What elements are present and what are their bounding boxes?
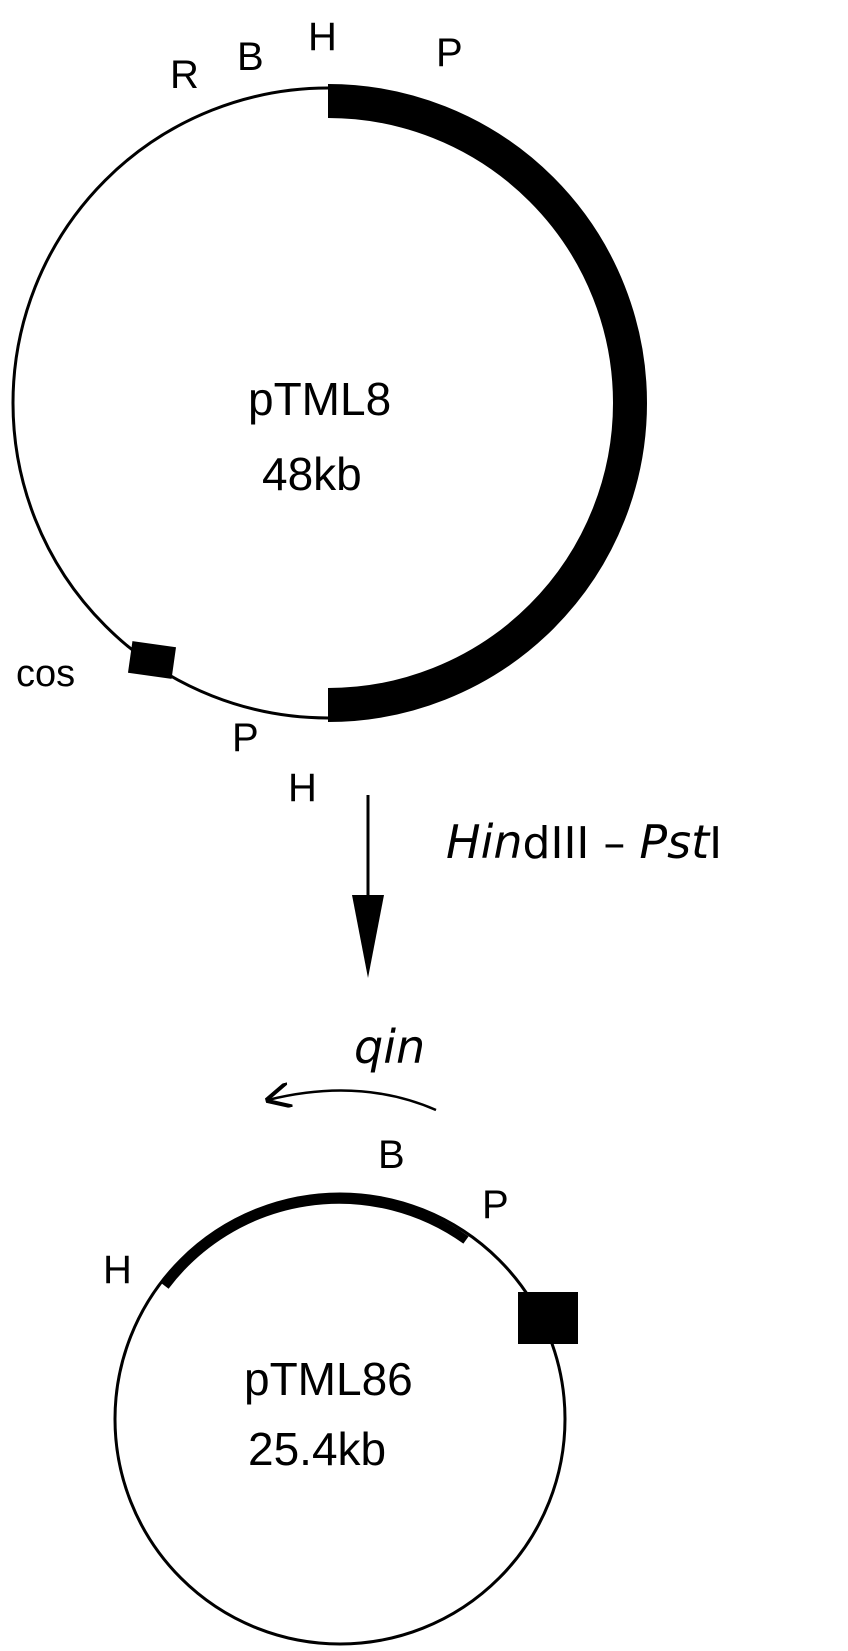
plasmid-top-size: 48kb — [262, 448, 362, 500]
enzyme-separator: – — [589, 818, 639, 869]
enzyme1-rest: dIII — [523, 818, 590, 869]
qin-direction-arrow — [268, 1091, 437, 1112]
site-label-P-bottom-plasmid: P — [482, 1183, 509, 1227]
plasmid-top-name: pTML8 — [248, 373, 391, 425]
site-label-H-bottom-plasmid: H — [103, 1248, 132, 1292]
plasmid-bottom-name: pTML86 — [244, 1353, 413, 1405]
site-label-B: B — [237, 35, 264, 79]
plasmid-bottom-insert-arc — [161, 1194, 469, 1289]
site-label-H-bottom: H — [288, 766, 317, 810]
digestion-arrow-head — [352, 895, 384, 978]
enzyme2-rest: I — [709, 818, 722, 869]
plasmid-bottom-size: 25.4kb — [248, 1423, 386, 1475]
cos-box — [127, 641, 177, 679]
plasmid-bottom-circle — [113, 1192, 567, 1646]
site-label-P-top: P — [436, 31, 463, 75]
site-label-P-bottom: P — [232, 716, 259, 760]
gene-label-qin: qin — [354, 1020, 425, 1074]
cos-label: cos — [16, 653, 75, 695]
enzyme1-italic: Hin — [446, 815, 523, 869]
site-label-H-top: H — [308, 15, 337, 59]
enzyme2-italic: Pst — [639, 815, 711, 869]
cos-box-bottom — [518, 1292, 578, 1344]
site-label-B-bottom-plasmid: B — [378, 1133, 405, 1177]
plasmid-top-insert-arc — [327, 84, 647, 722]
site-label-R: R — [170, 53, 199, 97]
digestion-label: HindIII – PstI — [446, 815, 722, 869]
